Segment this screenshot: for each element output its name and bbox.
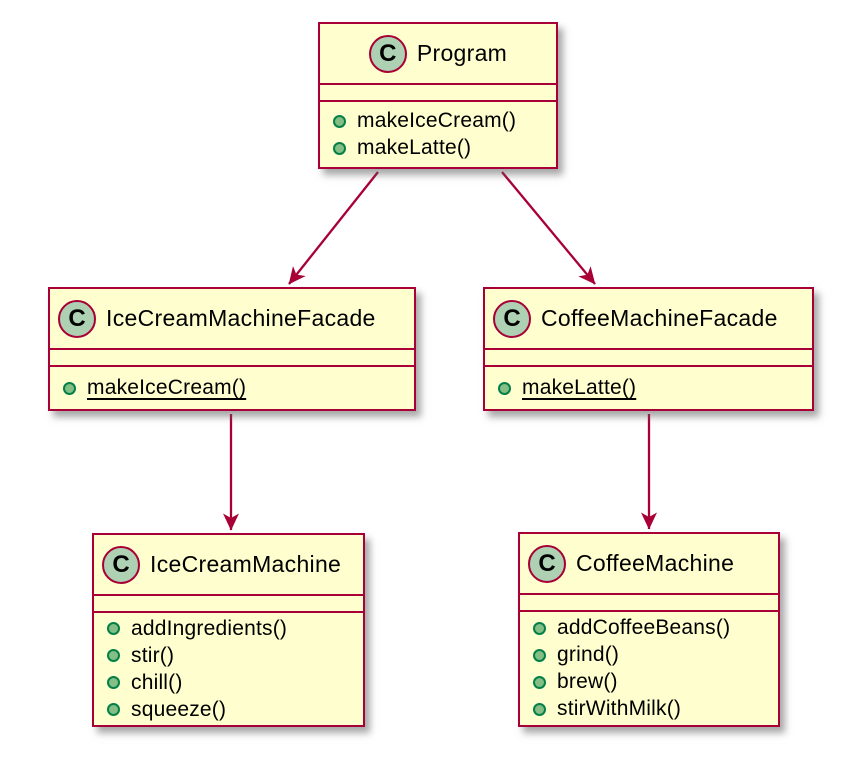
public-method-icon [107,622,120,635]
class-coffeemachine: C CoffeeMachine addCoffeeBeans() grind()… [518,532,780,727]
class-coffeemachinefacade: C CoffeeMachineFacade makeLatte() [483,287,814,411]
method-label: makeIceCream() [87,376,247,399]
class-title: C Program [320,24,556,83]
class-name: IceCreamMachine [150,551,342,577]
method-label: addIngredients() [131,616,288,640]
public-method-icon [107,649,120,662]
fields-compartment [94,594,363,613]
class-stereotype-icon: C [528,544,566,583]
method-row: addIngredients() [107,615,363,642]
method-label: chill() [131,670,183,694]
class-icecreammachine: C IceCreamMachine addIngredients() stir(… [92,533,365,727]
class-name: CoffeeMachine [576,550,735,576]
fields-compartment [50,348,414,367]
public-method-icon [533,621,546,635]
public-method-icon [333,114,346,128]
fields-compartment [520,593,778,612]
public-method-icon [333,141,346,155]
public-method-icon [498,381,511,395]
method-row: makeIceCream() [333,108,556,135]
class-stereotype-icon: C [368,34,407,73]
method-row: grind() [533,642,778,669]
method-label: stir() [131,643,175,667]
method-label: grind() [557,643,620,666]
method-row: chill() [107,669,363,696]
method-row: makeIceCream() [63,375,414,402]
method-row: makeLatte() [333,135,556,162]
method-label: brew() [557,670,618,693]
edge-program-to-icecreammachinefacade [288,171,379,285]
method-label: addCoffeeBeans() [557,616,731,639]
method-row: addCoffeeBeans() [533,615,778,642]
edge-program-to-coffeemachinefacade [501,171,596,285]
fields-compartment [485,348,812,367]
method-row: makeLatte() [498,375,812,402]
method-label: makeLatte() [522,376,637,399]
class-title: C CoffeeMachineFacade [485,289,812,348]
public-method-icon [107,703,120,716]
methods-compartment: makeIceCream() [50,367,414,409]
class-stereotype-icon: C [58,299,96,338]
method-label: makeIceCream() [357,109,517,132]
public-method-icon [63,381,76,395]
method-label: stirWithMilk() [557,697,682,720]
method-row: brew() [533,669,778,696]
public-method-icon [107,676,120,689]
method-label: makeLatte() [357,136,472,159]
method-label: squeeze() [131,697,227,721]
class-name: Program [416,40,508,66]
class-program: C Program makeIceCream() makeLatte() [318,22,558,169]
class-title: C IceCreamMachineFacade [50,289,414,348]
class-title: C IceCreamMachine [94,535,363,594]
class-title: C CoffeeMachine [520,534,778,593]
method-row: stirWithMilk() [533,696,778,723]
method-row: squeeze() [107,696,363,723]
class-icecreammachinefacade: C IceCreamMachineFacade makeIceCream() [48,287,416,411]
fields-compartment [320,83,556,102]
public-method-icon [533,702,546,716]
methods-compartment: addIngredients() stir() chill() squeeze(… [94,613,363,725]
class-stereotype-icon: C [102,545,140,584]
class-name: CoffeeMachineFacade [541,305,778,331]
methods-compartment: makeIceCream() makeLatte() [320,102,556,167]
methods-compartment: addCoffeeBeans() grind() brew() stirWith… [520,612,778,725]
method-row: stir() [107,642,363,669]
class-name: IceCreamMachineFacade [106,305,376,331]
public-method-icon [533,675,546,689]
class-stereotype-icon: C [493,299,531,338]
methods-compartment: makeLatte() [485,367,812,409]
public-method-icon [533,648,546,662]
